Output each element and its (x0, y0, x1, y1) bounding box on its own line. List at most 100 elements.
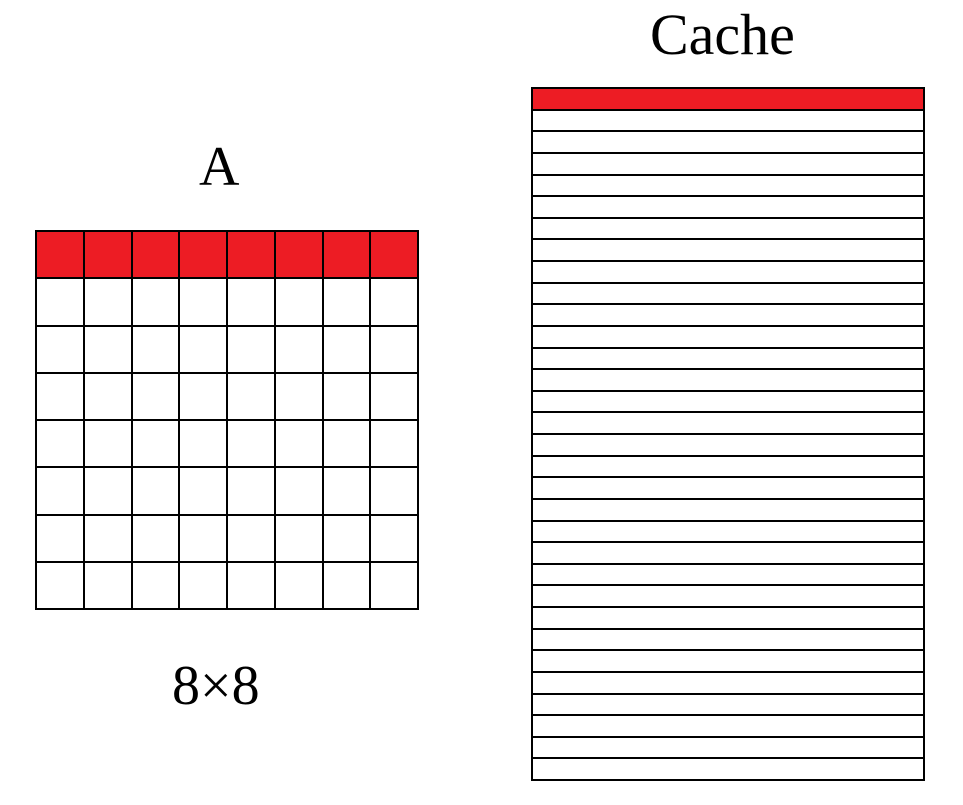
cache-line (533, 737, 923, 760)
matrix-cell-highlighted (84, 232, 133, 280)
matrix-cell (37, 326, 85, 374)
matrix-a-grid (35, 230, 419, 610)
matrix-cell (132, 279, 181, 327)
matrix-cell (275, 515, 324, 563)
cache-block (531, 87, 925, 781)
matrix-cell (228, 326, 276, 374)
matrix-cell (84, 468, 133, 516)
matrix-cell (84, 515, 133, 563)
matrix-cell (132, 373, 181, 421)
cache-line (533, 608, 923, 630)
cache-line (533, 564, 923, 587)
cache-line (533, 499, 923, 522)
matrix-cell (275, 421, 324, 469)
matrix-cell (84, 326, 133, 374)
cache-line-highlighted (533, 89, 923, 111)
cache-line (533, 262, 923, 284)
cache-line (533, 435, 923, 457)
matrix-cell (228, 468, 276, 516)
matrix-cell (275, 468, 324, 516)
matrix-cell-highlighted (371, 232, 419, 280)
matrix-cell (84, 373, 133, 421)
cache-line (533, 240, 923, 262)
matrix-cell (180, 468, 228, 516)
matrix-cell (228, 373, 276, 421)
matrix-cell (371, 326, 419, 374)
cache-line (533, 586, 923, 608)
matrix-cell (275, 326, 324, 374)
matrix-cell (180, 421, 228, 469)
matrix-cell (371, 562, 419, 610)
cache-line (533, 305, 923, 327)
matrix-dimensions-label: 8×8 (172, 655, 260, 717)
matrix-cell (132, 515, 181, 563)
cache-line (533, 370, 923, 392)
matrix-cell (37, 562, 85, 610)
cache-line (533, 759, 923, 781)
cache-line (533, 672, 923, 695)
matrix-cell (323, 515, 372, 563)
matrix-cell (84, 562, 133, 610)
matrix-cell (37, 373, 85, 421)
matrix-cell (323, 468, 372, 516)
cache-line (533, 218, 923, 241)
cache-line (533, 326, 923, 349)
matrix-cell (132, 562, 181, 610)
cache-line (533, 175, 923, 198)
cache-line (533, 283, 923, 306)
matrix-cell (371, 421, 419, 469)
matrix-cell (132, 468, 181, 516)
cache-line (533, 716, 923, 738)
cache-line (533, 694, 923, 717)
cache-line (533, 521, 923, 544)
matrix-cell-highlighted (37, 232, 85, 280)
matrix-cell (37, 515, 85, 563)
matrix-cell (371, 373, 419, 421)
matrix-cell (180, 279, 228, 327)
matrix-cell-highlighted (228, 232, 276, 280)
cache-line (533, 391, 923, 414)
cache-line (533, 197, 923, 219)
matrix-cell-highlighted (180, 232, 228, 280)
cache-line (533, 629, 923, 652)
matrix-cell (228, 279, 276, 327)
matrix-cell (275, 562, 324, 610)
matrix-label: A (199, 136, 240, 198)
matrix-cell (37, 279, 85, 327)
cache-line (533, 413, 923, 435)
matrix-cell (180, 515, 228, 563)
matrix-cell-highlighted (275, 232, 324, 280)
cache-label: Cache (650, 2, 795, 67)
matrix-cell (132, 421, 181, 469)
cache-line (533, 543, 923, 565)
matrix-cell (180, 326, 228, 374)
matrix-cell (371, 279, 419, 327)
matrix-cell (84, 421, 133, 469)
matrix-cell (180, 562, 228, 610)
matrix-cell (132, 326, 181, 374)
matrix-cell (275, 279, 324, 327)
matrix-cell (371, 515, 419, 563)
cache-line (533, 478, 923, 500)
matrix-cell (323, 421, 372, 469)
matrix-cell (323, 326, 372, 374)
matrix-cell (180, 373, 228, 421)
matrix-cell (323, 373, 372, 421)
matrix-cell (275, 373, 324, 421)
matrix-cell (84, 279, 133, 327)
matrix-cell-highlighted (132, 232, 181, 280)
cache-line (533, 651, 923, 673)
matrix-cell (323, 562, 372, 610)
cache-line (533, 110, 923, 133)
matrix-cell (323, 279, 372, 327)
matrix-cell-highlighted (323, 232, 372, 280)
matrix-cell (228, 515, 276, 563)
matrix-cell (371, 468, 419, 516)
cache-line (533, 348, 923, 371)
cache-line (533, 456, 923, 479)
matrix-cell (37, 468, 85, 516)
matrix-cell (228, 421, 276, 469)
matrix-cell (37, 421, 85, 469)
cache-line (533, 132, 923, 154)
matrix-cell (228, 562, 276, 610)
